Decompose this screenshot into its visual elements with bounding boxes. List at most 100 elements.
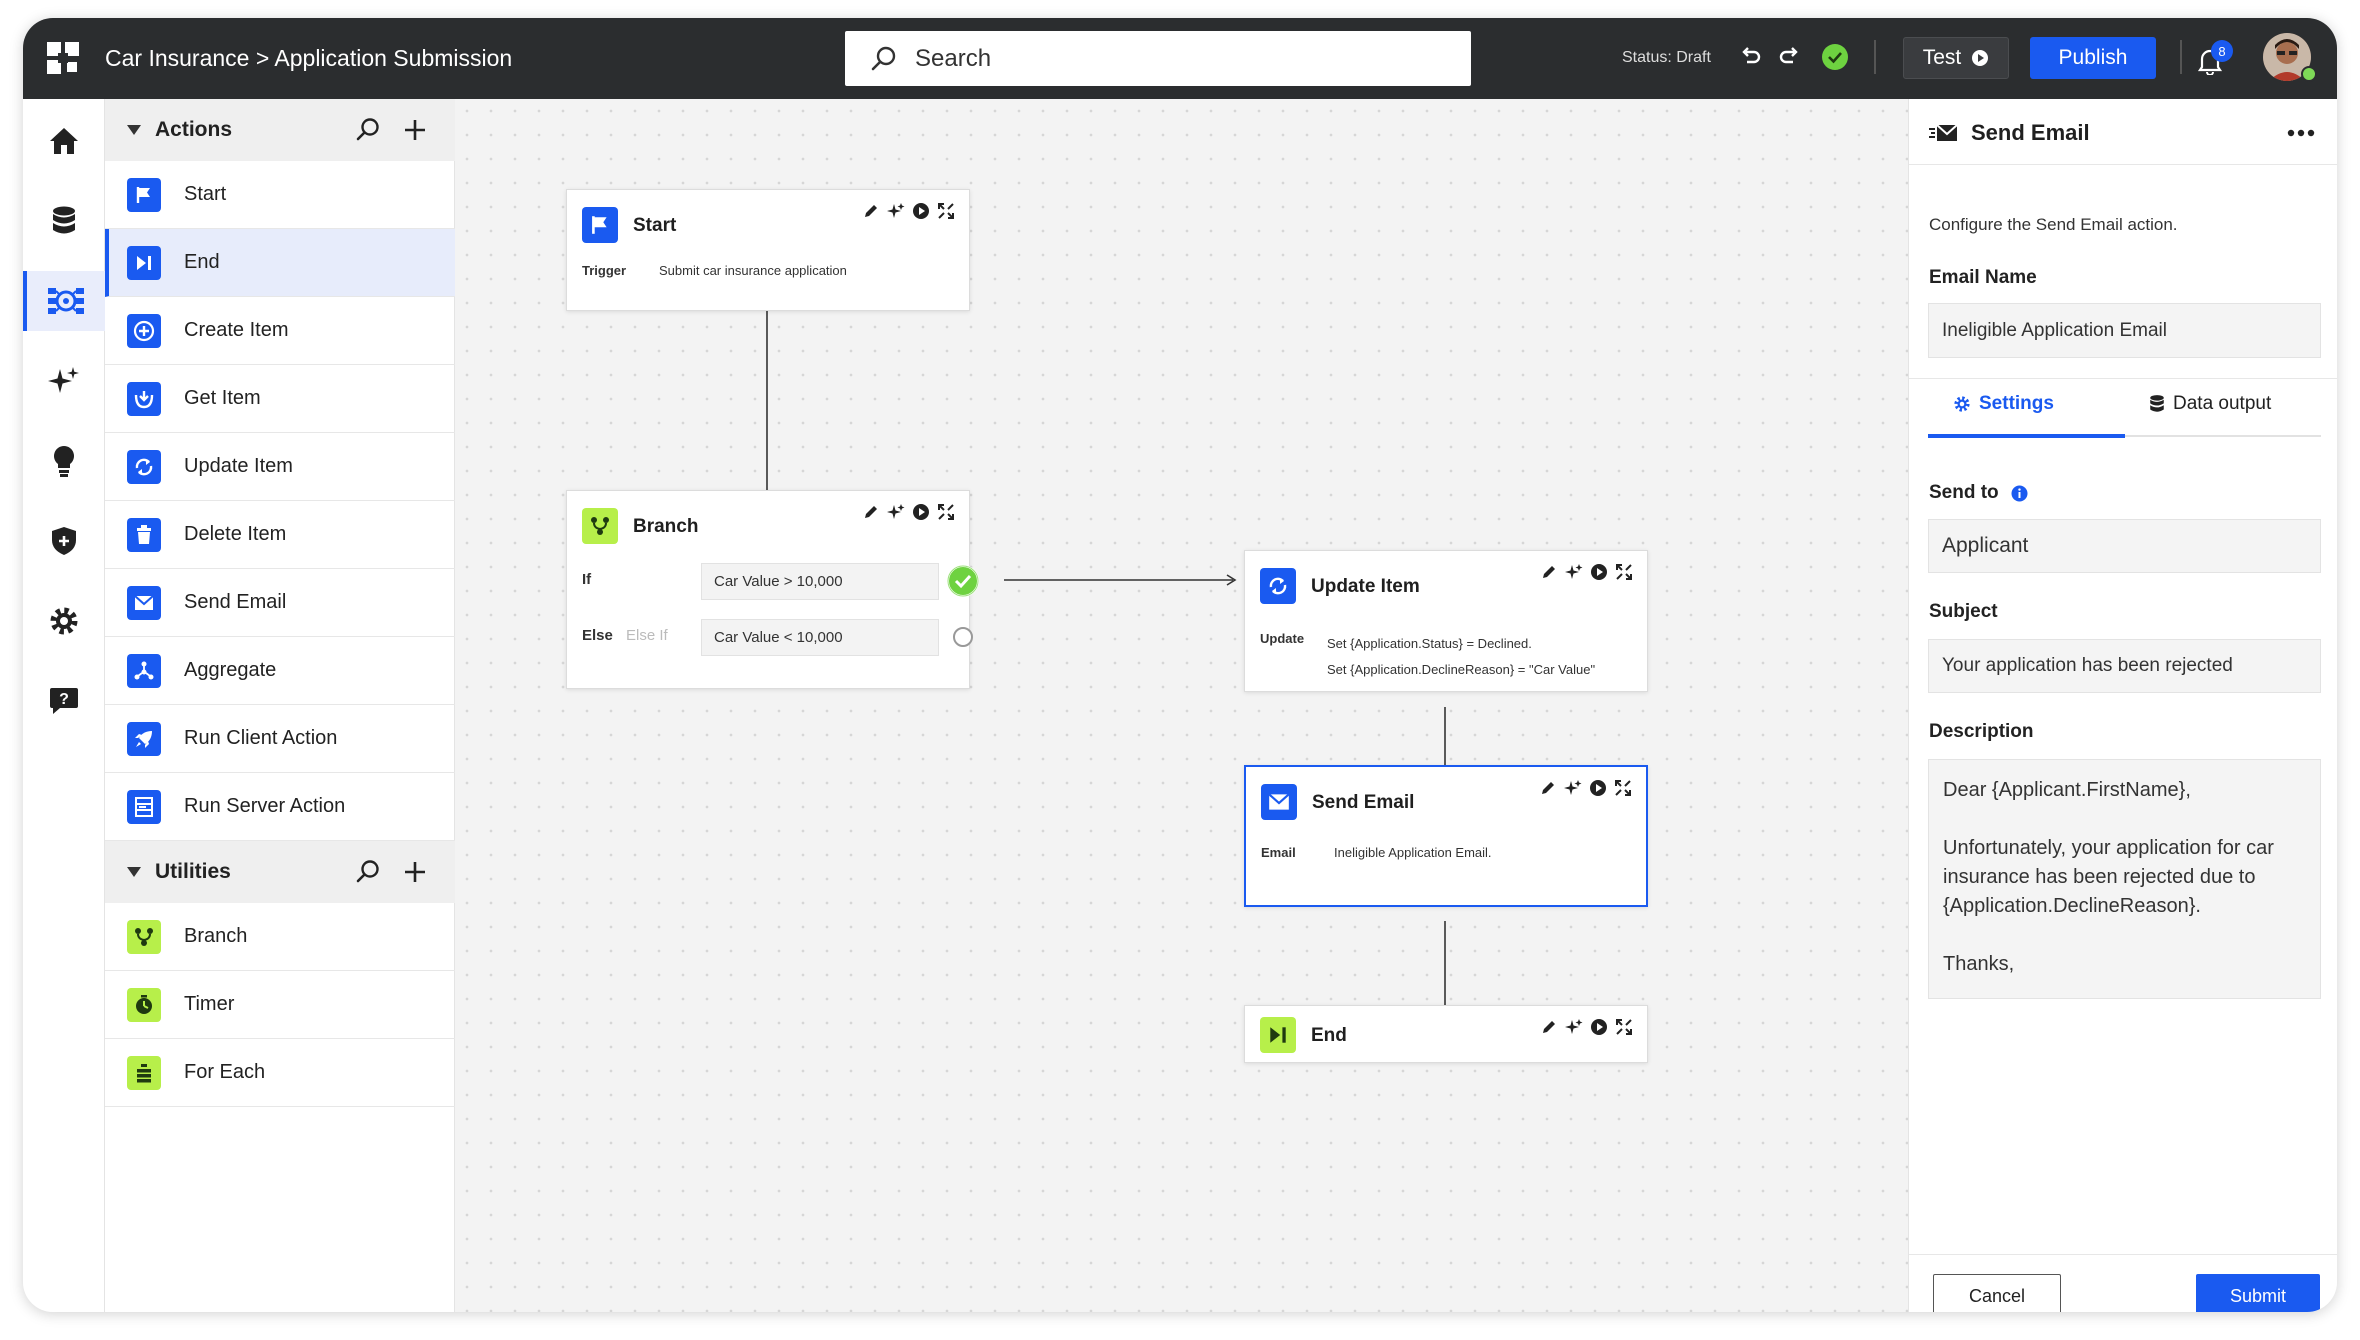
sparkle-icon[interactable] bbox=[1564, 779, 1582, 797]
search-icon[interactable] bbox=[355, 859, 381, 885]
play-icon[interactable] bbox=[912, 503, 930, 521]
play-icon[interactable] bbox=[912, 202, 930, 220]
node-send-email[interactable]: Send Email Email Ineligible Application … bbox=[1244, 765, 1648, 907]
rail-help[interactable]: ? bbox=[23, 671, 105, 731]
tab-settings[interactable]: Settings bbox=[1953, 393, 2054, 415]
submit-button[interactable]: Submit bbox=[2196, 1274, 2320, 1312]
sparkle-icon[interactable] bbox=[887, 503, 905, 521]
info-icon[interactable] bbox=[2011, 485, 2028, 502]
play-icon[interactable] bbox=[1589, 779, 1607, 797]
collapse-triangle-icon[interactable] bbox=[127, 867, 141, 877]
rail-settings[interactable] bbox=[23, 591, 105, 651]
tab-data-output[interactable]: Data output bbox=[2149, 393, 2271, 415]
rail-flows[interactable] bbox=[23, 271, 105, 331]
rail-ideas[interactable] bbox=[23, 431, 105, 491]
email-body-textarea[interactable]: Dear {Applicant.FirstName}, Unfortunatel… bbox=[1928, 759, 2321, 999]
undo-icon[interactable] bbox=[1736, 42, 1766, 72]
node-title: Update Item bbox=[1311, 576, 1420, 597]
app-logo-icon[interactable] bbox=[45, 40, 81, 76]
if-condition[interactable]: Car Value > 10,000 bbox=[701, 563, 939, 600]
utility-item-for-each[interactable]: For Each bbox=[105, 1039, 455, 1107]
edit-icon[interactable] bbox=[1540, 1018, 1558, 1036]
search-icon bbox=[871, 46, 896, 70]
breadcrumb[interactable]: Car Insurance > Application Submission bbox=[105, 45, 513, 71]
aggregate-icon bbox=[134, 661, 154, 679]
collapse-icon[interactable] bbox=[1615, 1018, 1633, 1036]
collapse-icon[interactable] bbox=[1614, 779, 1632, 797]
collapse-icon[interactable] bbox=[1615, 563, 1633, 581]
play-icon[interactable] bbox=[1590, 563, 1608, 581]
actions-panel: Actions Start End Create Item Get Item U… bbox=[105, 99, 455, 1312]
status-text: Status: Draft bbox=[1622, 49, 1711, 66]
collapse-icon[interactable] bbox=[937, 202, 955, 220]
online-status-dot bbox=[2301, 66, 2317, 82]
node-update-item[interactable]: Update Item Update Set {Application.Stat… bbox=[1244, 550, 1648, 692]
rail-security[interactable] bbox=[23, 511, 105, 571]
rail-home[interactable] bbox=[23, 111, 105, 171]
else-if-label[interactable]: Else If bbox=[626, 627, 668, 644]
email-body-line: Thanks, bbox=[1943, 953, 2015, 975]
node-toolbar bbox=[1540, 563, 1633, 581]
search-icon[interactable] bbox=[355, 117, 381, 143]
search-input[interactable] bbox=[915, 44, 1415, 73]
action-item-delete-item[interactable]: Delete Item bbox=[105, 501, 455, 569]
else-condition[interactable]: Car Value < 10,000 bbox=[701, 619, 939, 656]
action-item-get-item[interactable]: Get Item bbox=[105, 365, 455, 433]
action-item-create-item[interactable]: Create Item bbox=[105, 297, 455, 365]
subject-field[interactable]: Your application has been rejected bbox=[1928, 639, 2321, 693]
sparkle-icon[interactable] bbox=[1565, 563, 1583, 581]
mail-icon bbox=[134, 594, 154, 610]
sparkle-icon[interactable] bbox=[1565, 1018, 1583, 1036]
test-label: Test bbox=[1922, 46, 1962, 69]
more-options-icon[interactable] bbox=[2287, 129, 2315, 137]
node-title: Branch bbox=[633, 516, 699, 537]
publish-button[interactable]: Publish bbox=[2030, 37, 2156, 79]
rail-ai[interactable] bbox=[23, 351, 105, 411]
collapse-icon[interactable] bbox=[937, 503, 955, 521]
action-item-send-email[interactable]: Send Email bbox=[105, 569, 455, 637]
action-item-start[interactable]: Start bbox=[105, 161, 455, 229]
sparkle-icon[interactable] bbox=[887, 202, 905, 220]
utility-item-branch[interactable]: Branch bbox=[105, 903, 455, 971]
redo-icon[interactable] bbox=[1774, 42, 1804, 72]
play-icon[interactable] bbox=[1590, 1018, 1608, 1036]
action-item-label: Delete Item bbox=[184, 523, 287, 545]
node-branch[interactable]: Branch If Car Value > 10,000 Else Else I… bbox=[566, 490, 970, 689]
test-button[interactable]: Test bbox=[1903, 37, 2009, 79]
email-name-field[interactable]: Ineligible Application Email bbox=[1928, 303, 2321, 358]
action-item-run-server-action[interactable]: Run Server Action bbox=[105, 773, 455, 841]
flow-canvas[interactable]: Start Trigger Submit car insurance appli… bbox=[455, 99, 1908, 1312]
rail-database[interactable] bbox=[23, 191, 105, 251]
edit-icon[interactable] bbox=[862, 202, 880, 220]
edit-icon[interactable] bbox=[1539, 779, 1557, 797]
node-toolbar bbox=[862, 503, 955, 521]
action-item-label: Update Item bbox=[184, 455, 293, 477]
action-item-run-client-action[interactable]: Run Client Action bbox=[105, 705, 455, 773]
collapse-triangle-icon[interactable] bbox=[127, 125, 141, 135]
edit-icon[interactable] bbox=[862, 503, 880, 521]
send-to-field[interactable]: Applicant bbox=[1928, 519, 2321, 573]
properties-panel: Send Email Configure the Send Email acti… bbox=[1908, 99, 2337, 1312]
if-port-check-icon[interactable] bbox=[946, 564, 980, 598]
node-end[interactable]: End bbox=[1244, 1005, 1648, 1063]
gear-icon bbox=[50, 607, 78, 635]
server-icon bbox=[135, 796, 153, 817]
action-item-aggregate[interactable]: Aggregate bbox=[105, 637, 455, 705]
rocket-icon bbox=[135, 730, 152, 748]
search-box[interactable] bbox=[845, 31, 1471, 86]
action-item-update-item[interactable]: Update Item bbox=[105, 433, 455, 501]
utility-item-label: Branch bbox=[184, 925, 248, 947]
actions-section-header[interactable]: Actions bbox=[105, 99, 455, 161]
action-item-end[interactable]: End bbox=[105, 229, 455, 297]
add-icon[interactable] bbox=[402, 859, 428, 885]
add-icon[interactable] bbox=[402, 117, 428, 143]
flag-icon bbox=[136, 186, 150, 203]
else-port-icon[interactable] bbox=[952, 626, 974, 648]
edit-icon[interactable] bbox=[1540, 563, 1558, 581]
cancel-button[interactable]: Cancel bbox=[1933, 1274, 2061, 1312]
utility-item-timer[interactable]: Timer bbox=[105, 971, 455, 1039]
utility-item-label: Timer bbox=[184, 993, 235, 1015]
action-item-label: Run Server Action bbox=[184, 795, 346, 817]
node-start[interactable]: Start Trigger Submit car insurance appli… bbox=[566, 189, 970, 311]
utilities-section-header[interactable]: Utilities bbox=[105, 841, 455, 903]
